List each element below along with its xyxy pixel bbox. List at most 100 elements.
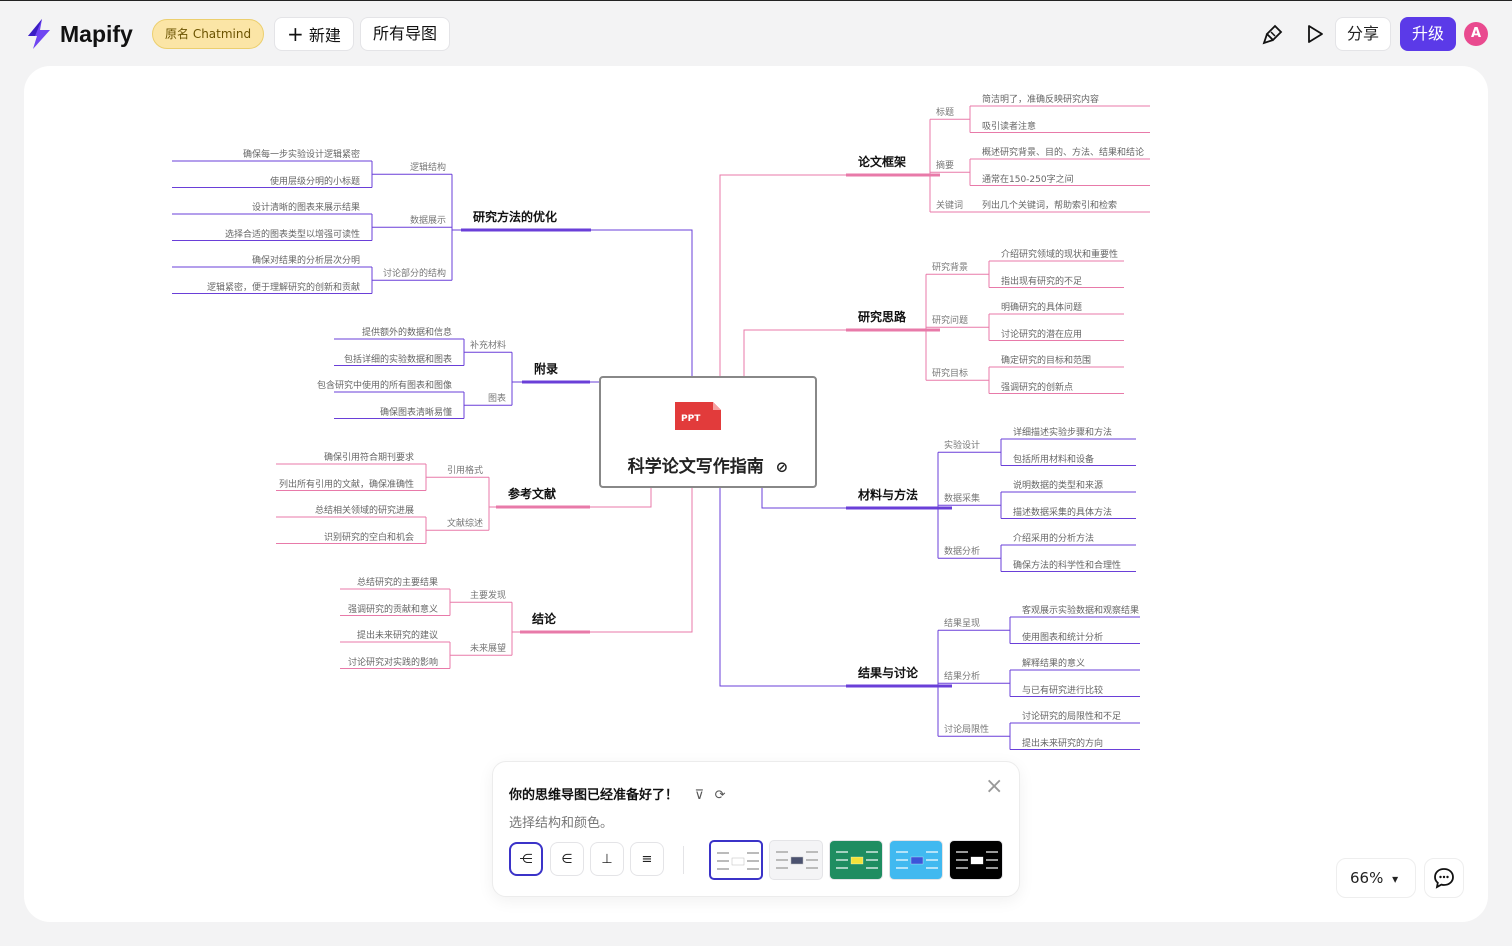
leaf-node[interactable]: 强调研究的创新点 (1001, 382, 1074, 393)
theme-preview-line (806, 859, 818, 861)
present-button[interactable] (1298, 17, 1332, 51)
leaf-node[interactable]: 描述数据采集的具体方法 (1013, 507, 1113, 518)
leaf-node[interactable]: 明确研究的具体问题 (1001, 303, 1083, 313)
chat-button[interactable] (1424, 858, 1464, 898)
leaf-node[interactable]: 总结研究的主要结果 (356, 578, 438, 588)
leaf-node[interactable]: 包括所用材料和设备 (1013, 454, 1095, 465)
sub-node[interactable]: 数据展示 (409, 216, 446, 227)
theme-preview-line (926, 851, 938, 853)
central-node[interactable]: PPT 科学论文写作指南 ⊘ (599, 376, 817, 488)
leaf-node[interactable]: 介绍采用的分析方法 (1013, 534, 1095, 544)
sub-node[interactable]: 图表 (487, 394, 506, 405)
branch-node-b2[interactable]: 参考文献 (508, 487, 557, 501)
leaf-node[interactable]: 总结相关领域的研究进展 (314, 506, 414, 516)
all-maps-button[interactable]: 所有导图 (360, 17, 451, 51)
avatar[interactable]: A (1464, 22, 1488, 46)
leaf-node[interactable]: 提出未来研究的建议 (356, 631, 438, 641)
leaf-node[interactable]: 列出几个关键词，帮助索引和检索 (982, 201, 1118, 211)
leaf-node[interactable]: 概述研究背景、目的、方法、结果和结论 (982, 148, 1145, 158)
leaf-node[interactable]: 客观展示实验数据和观察结果 (1022, 606, 1140, 616)
branch-node-b7[interactable]: 结果与讨论 (858, 666, 919, 680)
leaf-node[interactable]: 详细描述实验步骤和方法 (1013, 428, 1113, 438)
new-map-label: 新建 (308, 26, 341, 45)
leaf-node[interactable]: 确保每一步实验设计逻辑紧密 (242, 150, 360, 160)
leaf-node[interactable]: 列出所有引用的文献，确保准确性 (278, 479, 414, 490)
leaf-node[interactable]: 识别研究的空白和机会 (323, 532, 414, 543)
sub-node[interactable]: 研究目标 (932, 369, 969, 380)
leaf-node[interactable]: 强调研究的贡献和意义 (347, 604, 438, 615)
theme-option[interactable] (949, 840, 1003, 880)
sub-node[interactable]: 结果分析 (944, 672, 981, 683)
close-icon[interactable]: × (985, 774, 1004, 799)
sub-node[interactable]: 补充材料 (469, 341, 506, 352)
leaf-node[interactable]: 提出未来研究的方向 (1022, 738, 1104, 749)
leaf-node[interactable]: 与已有研究进行比较 (1022, 685, 1104, 696)
leaf-node[interactable]: 提供额外的数据和信息 (361, 328, 452, 338)
sub-node[interactable]: 数据分析 (944, 547, 981, 558)
leaf-node[interactable]: 确保引用符合期刊要求 (323, 453, 414, 463)
chevron-down-icon: ▾ (1392, 872, 1399, 886)
sub-node[interactable]: 结果呈现 (944, 619, 981, 630)
leaf-node[interactable]: 说明数据的类型和来源 (1013, 481, 1104, 491)
branch-node-b6[interactable]: 材料与方法 (858, 488, 919, 502)
sub-node[interactable]: 文献综述 (446, 519, 483, 530)
sub-node[interactable]: 逻辑结构 (409, 163, 446, 174)
sub-node[interactable]: 关键词 (936, 201, 964, 211)
sub-node[interactable]: 研究背景 (932, 263, 969, 274)
panel-subtitle: 选择结构和颜色。 (509, 816, 614, 831)
leaf-node[interactable]: 讨论研究的局限性和不足 (1022, 712, 1122, 722)
sub-node[interactable]: 未来展望 (469, 644, 506, 655)
leaf-node[interactable]: 讨论研究对实践的影响 (347, 657, 438, 668)
theme-option[interactable] (709, 840, 763, 880)
sub-node[interactable]: 讨论部分的结构 (382, 269, 446, 280)
branch-node-b5[interactable]: 研究思路 (858, 310, 907, 324)
upgrade-button[interactable]: 升级 (1400, 17, 1456, 51)
theme-option[interactable] (889, 840, 943, 880)
sub-node[interactable]: 研究问题 (932, 316, 969, 327)
leaf-node[interactable]: 包含研究中使用的所有图表和图像 (316, 381, 452, 391)
layout-option-org[interactable]: ⊥ (590, 842, 624, 876)
leaf-node[interactable]: 包括详细的实验数据和图表 (343, 354, 452, 365)
leaf-node[interactable]: 确保对结果的分析层次分明 (251, 256, 360, 266)
theme-option[interactable] (829, 840, 883, 880)
share-button[interactable]: 分享 (1335, 17, 1391, 51)
branch-node-b4[interactable]: 论文框架 (858, 155, 907, 169)
leaf-node[interactable]: 选择合适的图表类型以增强可读性 (224, 229, 360, 240)
branch-node-b1[interactable]: 附录 (534, 362, 559, 376)
sub-node[interactable]: 讨论局限性 (944, 725, 990, 736)
thumbs-down-icon[interactable]: ⊽ (694, 788, 705, 803)
leaf-node[interactable]: 使用层级分明的小标题 (269, 176, 360, 187)
leaf-node[interactable]: 介绍研究领域的现状和重要性 (1001, 250, 1119, 260)
sub-node[interactable]: 标题 (936, 108, 955, 119)
new-map-button[interactable]: + 新建 (274, 17, 354, 51)
leaf-node[interactable]: 指出现有研究的不足 (1001, 276, 1083, 287)
attachment-icon[interactable]: ⊘ (775, 458, 789, 476)
branch-node-b0[interactable]: 研究方法的优化 (473, 210, 558, 224)
leaf-node[interactable]: 讨论研究的潜在应用 (1001, 329, 1083, 340)
layout-option-right[interactable]: ∈ (550, 842, 584, 876)
layout-option-list[interactable]: ≡ (630, 842, 664, 876)
app-logo[interactable]: Mapify (22, 17, 133, 51)
refresh-icon[interactable]: ⟳ (714, 788, 726, 803)
leaf-node[interactable]: 逻辑紧密，便于理解研究的创新和贡献 (206, 282, 360, 293)
leaf-node[interactable]: 通常在150-250字之间 (982, 174, 1074, 185)
leaf-node[interactable]: 简洁明了，准确反映研究内容 (982, 95, 1100, 105)
leaf-node[interactable]: 使用图表和统计分析 (1022, 632, 1104, 643)
layout-option-map[interactable]: ⋲ (509, 842, 543, 876)
sub-node[interactable]: 主要发现 (469, 591, 506, 602)
leaf-node[interactable]: 确保方法的科学性和合理性 (1013, 560, 1122, 571)
leaf-node[interactable]: 解释结果的意义 (1022, 659, 1086, 669)
sub-node[interactable]: 实验设计 (944, 441, 981, 452)
branch-node-b3[interactable]: 结论 (532, 612, 557, 626)
leaf-node[interactable]: 确保图表清晰易懂 (379, 407, 452, 418)
leaf-node[interactable]: 确定研究的目标和范围 (1001, 356, 1092, 366)
leaf-node[interactable]: 设计清晰的图表来展示结果 (251, 203, 360, 213)
theme-option[interactable] (769, 840, 823, 880)
sub-node[interactable]: 数据采集 (944, 494, 981, 505)
theme-preview-center (910, 856, 924, 865)
sub-node[interactable]: 摘要 (936, 161, 955, 172)
brush-tool-button[interactable] (1256, 17, 1290, 51)
leaf-node[interactable]: 吸引读者注意 (982, 121, 1037, 132)
sub-node[interactable]: 引用格式 (446, 466, 483, 477)
zoom-control[interactable]: 66% ▾ (1336, 858, 1416, 898)
